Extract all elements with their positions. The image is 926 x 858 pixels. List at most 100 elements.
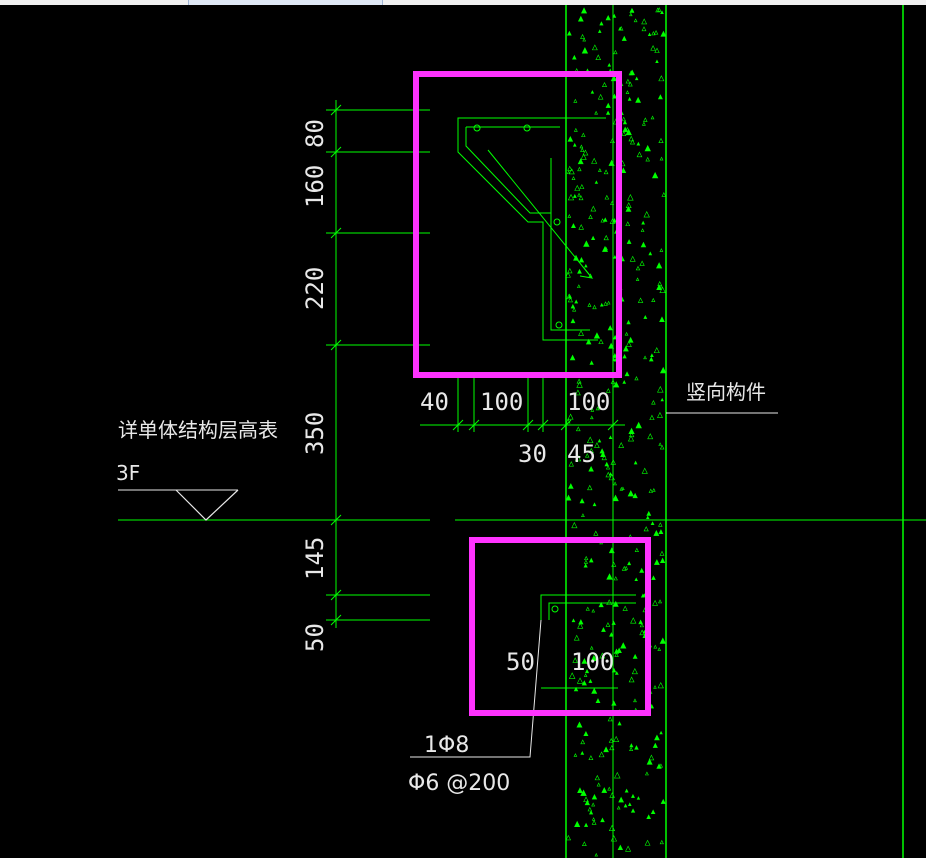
hatch-mark xyxy=(603,301,608,306)
hatch-mark xyxy=(625,845,632,852)
hatch-mark xyxy=(597,438,602,443)
hatch-mark xyxy=(578,224,584,230)
hatch-mark xyxy=(643,211,650,218)
hatch-mark xyxy=(625,340,632,347)
hatch-mark xyxy=(600,218,605,223)
hatch-mark xyxy=(633,698,637,703)
hatch-mark xyxy=(585,606,590,611)
hatch-mark xyxy=(617,844,624,850)
dim-220: 220 xyxy=(301,267,329,310)
hatch-mark xyxy=(610,379,616,384)
hatch-mark xyxy=(569,354,576,361)
hatch-mark xyxy=(637,297,644,303)
hatch-mark xyxy=(627,435,635,442)
hatch-mark xyxy=(592,502,597,507)
hatch-mark xyxy=(641,121,646,126)
hatch-mark xyxy=(590,415,594,420)
hatch-mark xyxy=(580,147,585,152)
hatch-mark xyxy=(573,753,578,757)
hatch-mark xyxy=(567,165,573,171)
hatch-mark xyxy=(661,192,667,197)
hatch-mark xyxy=(648,754,655,761)
hatch-mark xyxy=(581,47,589,54)
hatch-mark xyxy=(578,195,584,201)
hatch-mark xyxy=(621,130,627,136)
hatch-mark xyxy=(653,559,660,565)
hatch-mark xyxy=(605,102,611,108)
hatch-mark xyxy=(611,620,616,625)
hatch-mark xyxy=(659,156,664,161)
hatch-mark xyxy=(643,117,648,122)
hatch-mark xyxy=(628,427,635,434)
hatch-mark xyxy=(580,153,587,160)
hatch-mark xyxy=(660,30,667,37)
hatch-mark xyxy=(602,245,609,252)
hatch-mark xyxy=(609,632,614,637)
hatch-mark xyxy=(597,405,602,410)
hatch-mark xyxy=(578,256,585,263)
hatch-mark xyxy=(643,315,648,319)
hatch-mark xyxy=(613,255,617,259)
hatch-mark xyxy=(598,338,604,345)
hatch-mark xyxy=(640,241,647,248)
hatch-mark xyxy=(603,169,609,175)
hatch-mark xyxy=(597,168,602,172)
hatch-mark xyxy=(568,672,576,679)
hatch-mark xyxy=(613,381,620,388)
hatch-mark xyxy=(627,81,633,87)
hatch-mark xyxy=(625,205,632,212)
hatch-mark xyxy=(608,472,613,476)
hatch-mark xyxy=(584,822,589,827)
hatch-mark xyxy=(605,465,611,470)
hatch-mark xyxy=(576,284,581,288)
hatch-mark xyxy=(580,33,585,39)
hatch-mark xyxy=(606,388,611,393)
hatch-mark xyxy=(622,345,629,352)
hatch-mark xyxy=(594,774,600,781)
hatch-mark xyxy=(590,654,598,661)
hatch-mark xyxy=(621,116,626,122)
hatch-mark xyxy=(655,59,659,63)
hatch-mark xyxy=(591,817,596,821)
hatch-mark xyxy=(659,637,666,644)
hatch-mark xyxy=(575,389,581,396)
hatch-mark xyxy=(581,7,588,14)
hatch-mark xyxy=(636,796,641,800)
hatch-mark xyxy=(595,54,602,60)
hatch-mark xyxy=(624,565,629,570)
hatch-mark xyxy=(653,529,660,536)
concrete-hatch-pattern xyxy=(565,7,667,857)
hatch-mark xyxy=(608,738,614,743)
hatch-mark xyxy=(628,431,635,438)
hatch-mark xyxy=(610,74,618,82)
hatch-mark xyxy=(660,10,664,15)
toolbar-tab[interactable] xyxy=(188,0,383,5)
dim-350: 350 xyxy=(301,412,329,455)
hatch-mark xyxy=(613,49,618,55)
hatch-mark xyxy=(639,260,645,266)
dim-30: 30 xyxy=(518,440,547,468)
cad-drawing-canvas[interactable]: 80 160 220 350 145 50 40 100 100 30 45 xyxy=(0,5,926,858)
hatch-mark xyxy=(579,498,585,504)
hatch-mark xyxy=(614,671,619,675)
hatch-mark xyxy=(570,318,576,324)
hatch-mark xyxy=(577,192,581,197)
hatch-mark xyxy=(609,744,615,751)
hatch-mark xyxy=(651,171,659,179)
hatch-mark xyxy=(598,751,605,758)
hatch-mark xyxy=(583,673,588,677)
hatch-mark xyxy=(582,37,587,42)
hatch-mark xyxy=(591,687,598,694)
hatch-mark xyxy=(627,96,632,101)
hatch-mark xyxy=(608,159,615,166)
hatch-mark xyxy=(566,30,572,36)
hatch-mark xyxy=(623,803,628,808)
hatch-mark xyxy=(605,110,611,115)
hatch-mark xyxy=(643,526,649,532)
hatch-mark xyxy=(605,622,611,627)
dim-100-bottom: 100 xyxy=(571,648,614,676)
hatch-mark xyxy=(574,454,582,462)
hatch-mark xyxy=(628,135,635,142)
hatch-mark xyxy=(624,331,629,336)
hatch-mark xyxy=(614,652,619,657)
